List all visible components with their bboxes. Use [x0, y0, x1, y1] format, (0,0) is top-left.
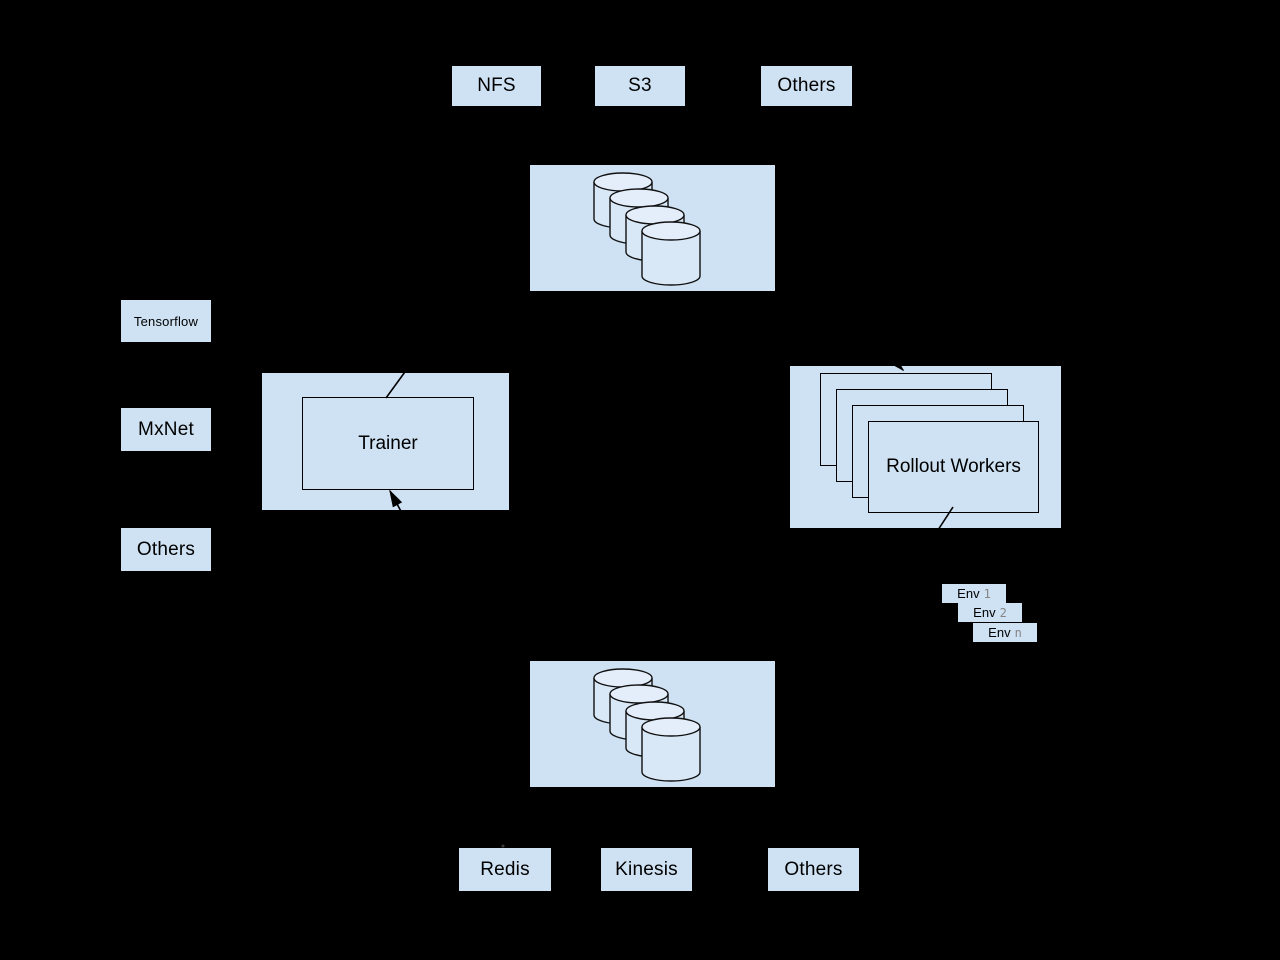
storage-nfs-box: NFS	[452, 66, 541, 106]
rollout-workers-panel: Rollout Workers	[790, 366, 1061, 528]
storage-nfs-label: NFS	[477, 75, 516, 96]
env-n-box: Env n	[973, 623, 1037, 642]
trainer-label: Trainer	[358, 432, 418, 454]
rollout-worker-front-card: Rollout Workers	[868, 421, 1039, 513]
storage-others-box: Others	[761, 66, 852, 106]
memory-kinesis-label: Kinesis	[615, 858, 678, 880]
storage-s3-box: S3	[595, 66, 685, 106]
memory-redis-label: Redis	[480, 858, 530, 880]
storage-s3-label: S3	[628, 75, 652, 96]
memory-kinesis-box: Kinesis	[601, 848, 692, 891]
memory-redis-box: Redis	[459, 848, 551, 891]
framework-tensorflow-label: Tensorflow	[133, 313, 199, 329]
database-cylinders-icon	[593, 668, 701, 782]
database-cylinders-icon	[593, 172, 701, 286]
memory-others-label: Others	[784, 858, 843, 880]
env-1-index: 1	[983, 586, 991, 601]
env-1-box: Env 1	[942, 584, 1006, 603]
framework-mxnet-label: MxNet	[138, 418, 194, 440]
trainer-panel: Trainer	[262, 373, 509, 510]
bottom-datastore-panel	[530, 661, 775, 787]
storage-others-label: Others	[777, 75, 836, 96]
trainer-box: Trainer	[302, 397, 474, 490]
framework-others-label: Others	[136, 538, 196, 560]
env-n-index: n	[1014, 625, 1022, 640]
rollout-workers-label: Rollout Workers	[886, 456, 1021, 477]
top-datastore-panel	[530, 165, 775, 291]
env-n-label: Env	[988, 625, 1011, 640]
env-2-box: Env 2	[958, 603, 1022, 622]
framework-others-box: Others	[121, 528, 211, 571]
framework-tensorflow-box: Tensorflow	[121, 300, 211, 342]
env-2-index: 2	[999, 605, 1007, 620]
env-1-label: Env	[957, 586, 980, 601]
env-2-label: Env	[973, 605, 996, 620]
memory-others-box: Others	[768, 848, 859, 891]
framework-mxnet-box: MxNet	[121, 408, 211, 451]
